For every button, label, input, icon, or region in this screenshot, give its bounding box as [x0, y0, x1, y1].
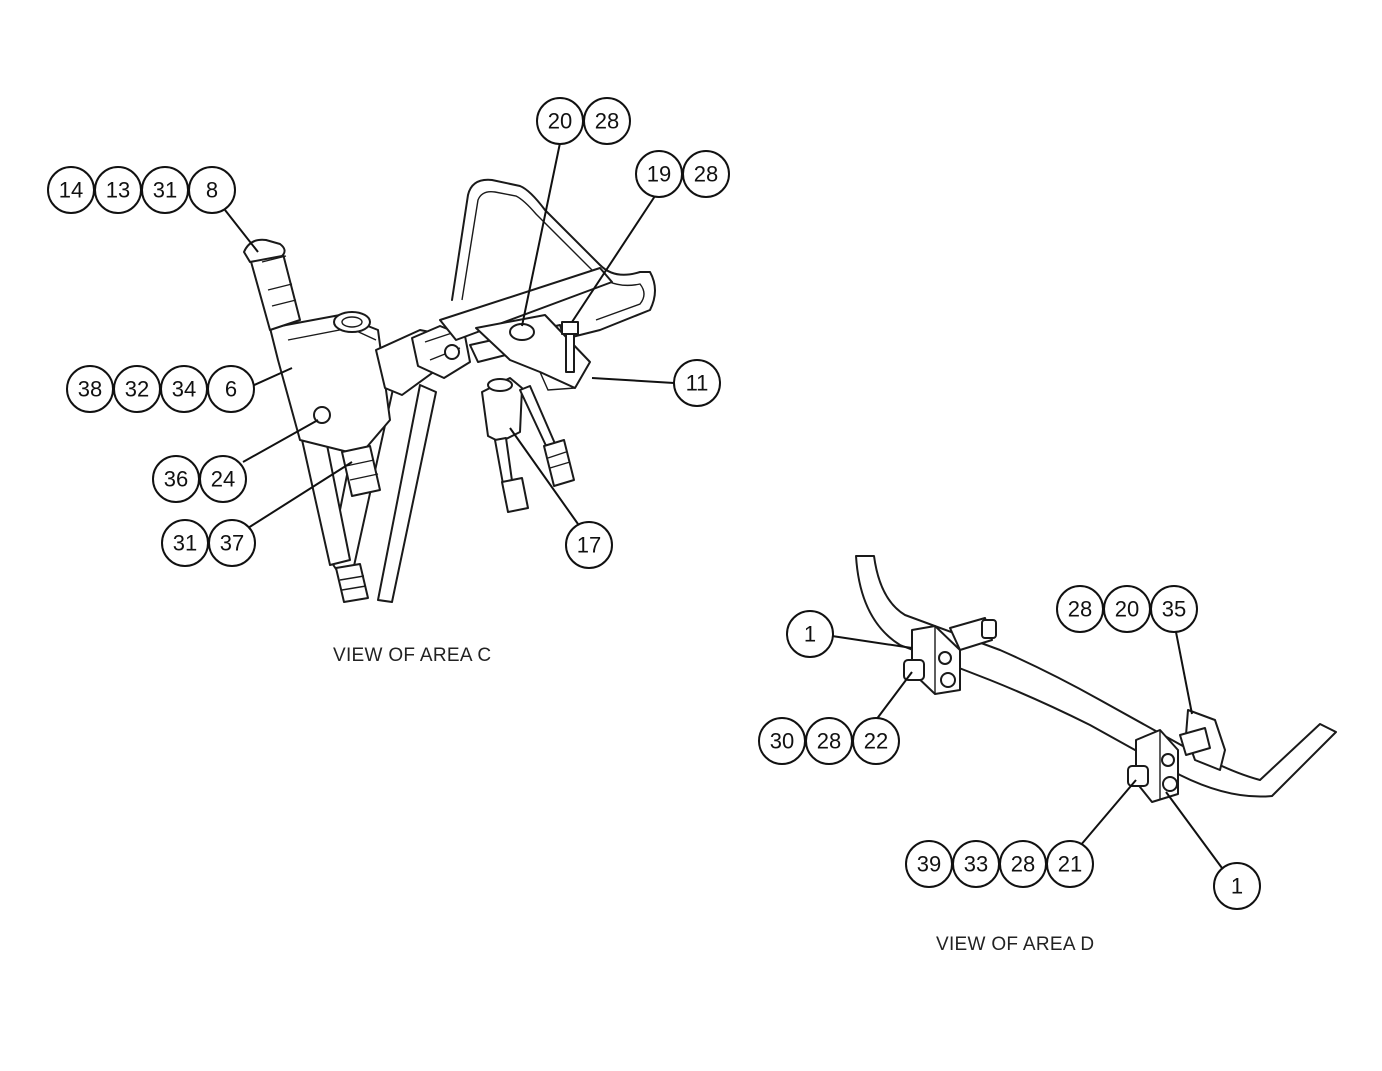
callout-39-33-28-21: 39 33 28 21: [905, 840, 1094, 888]
callout-label: 31: [173, 531, 197, 556]
callout-label: 35: [1162, 597, 1186, 622]
callout-label: 36: [164, 467, 188, 492]
callout-label: 30: [770, 729, 794, 754]
callout-label: 28: [595, 109, 619, 134]
area-d-drawing: [855, 555, 1337, 803]
callout-1-right: 1: [1213, 862, 1261, 910]
callout-label: 33: [964, 852, 988, 877]
callout-17: 17: [565, 521, 613, 569]
callout-label: 6: [225, 377, 237, 402]
callout-label: 1: [1231, 874, 1243, 899]
area-d-leaders: [831, 631, 1223, 869]
callout-label: 28: [1011, 852, 1035, 877]
area-c-leaders: [224, 142, 675, 529]
callout-label: 28: [1068, 597, 1092, 622]
callout-label: 24: [211, 467, 235, 492]
callout-1-left: 1: [786, 610, 834, 658]
callout-label: 34: [172, 377, 196, 402]
callout-28-20-35: 28 20 35: [1056, 585, 1198, 633]
callout-label: 21: [1058, 852, 1082, 877]
callout-31-37: 31 37: [161, 519, 256, 567]
callout-label: 17: [577, 533, 601, 558]
callout-label: 39: [917, 852, 941, 877]
callout-label: 8: [206, 178, 218, 203]
callout-label: 38: [78, 377, 102, 402]
callout-label: 28: [694, 162, 718, 187]
callout-38-32-34-6: 38 32 34 6: [66, 365, 255, 413]
callout-20-28: 20 28: [536, 97, 631, 145]
view-title-area-c: VIEW OF AREA C: [333, 645, 491, 666]
callout-label: 19: [647, 162, 671, 187]
callout-19-28: 19 28: [635, 150, 730, 198]
callout-label: 28: [817, 729, 841, 754]
callout-11: 11: [673, 359, 721, 407]
callout-label: 32: [125, 377, 149, 402]
callout-label: 1: [804, 622, 816, 647]
callout-30-28-22: 30 28 22: [758, 717, 900, 765]
view-title-area-d: VIEW OF AREA D: [936, 934, 1094, 955]
callout-label: 14: [59, 178, 83, 203]
callout-14-13-31-8: 14 13 31 8: [47, 166, 236, 214]
callout-label: 37: [220, 531, 244, 556]
callout-label: 31: [153, 178, 177, 203]
callout-label: 11: [686, 371, 709, 396]
callout-label: 13: [106, 178, 130, 203]
callout-label: 20: [548, 109, 572, 134]
callout-label: 22: [864, 729, 888, 754]
callout-label: 20: [1115, 597, 1139, 622]
callout-36-24: 36 24: [152, 455, 247, 503]
